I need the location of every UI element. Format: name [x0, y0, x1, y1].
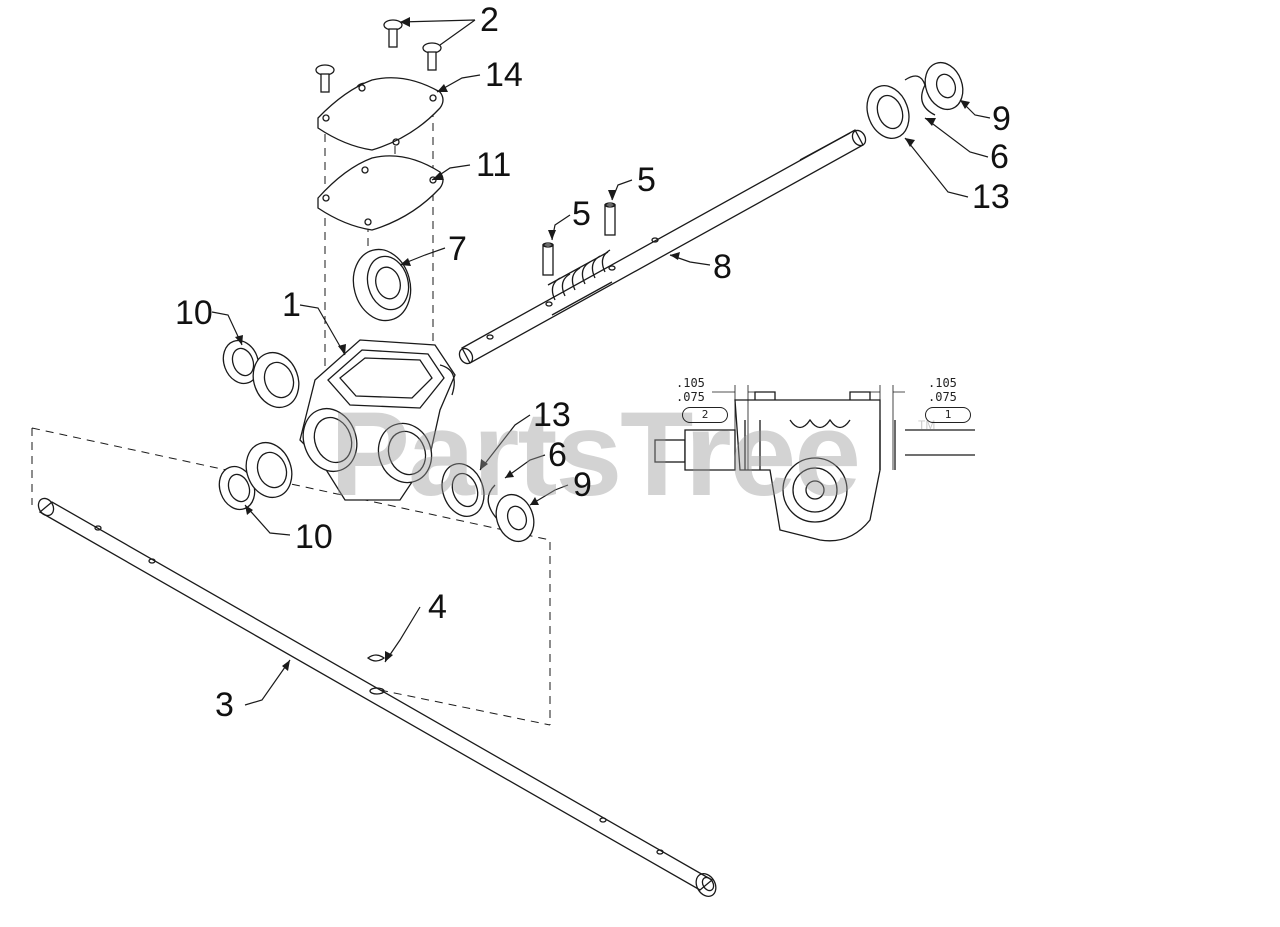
dim-right-tag: 1: [925, 407, 971, 423]
gasket-part: [317, 155, 444, 231]
callout-13-upper: 13: [972, 178, 1010, 216]
guide-dashed-lower: [31, 427, 551, 726]
callout-9-upper: 9: [992, 100, 1011, 138]
watermark-text: PartsTree: [330, 387, 861, 521]
callout-1: 1: [282, 286, 301, 324]
gearbox-housing: [299, 339, 456, 501]
detail-view: [654, 385, 975, 542]
cover-plate: [317, 77, 444, 151]
callout-13-lower: 13: [533, 396, 571, 434]
dim-left-tag: 2: [682, 407, 728, 423]
callout-2: 2: [480, 1, 499, 39]
key-part: [366, 654, 386, 662]
bearing-upper: [352, 248, 412, 322]
callout-6-lower: 6: [548, 436, 567, 474]
callout-6-upper: 6: [990, 138, 1009, 176]
callout-5-left: 5: [572, 195, 591, 233]
axle-shaft: [37, 497, 717, 897]
bolt-group: [315, 19, 442, 111]
bearing-ring-seal-upper: [866, 61, 964, 139]
pin-group: [542, 202, 616, 276]
callout-14: 14: [485, 56, 523, 94]
dim-right-upper: .105: [928, 376, 957, 390]
callout-4: 4: [428, 588, 447, 626]
callout-5-right: 5: [637, 161, 656, 199]
callout-9-lower: 9: [573, 466, 592, 504]
dim-left-lower: .075: [676, 390, 705, 404]
dim-left-upper: .105: [676, 376, 705, 390]
arrow-heads: [235, 17, 970, 671]
callout-8: 8: [713, 248, 732, 286]
dim-right-lower: .075: [928, 390, 957, 404]
worm-shaft: [458, 129, 867, 365]
callout-10-lower: 10: [295, 518, 333, 556]
seal-bearing-left-upper: [222, 339, 300, 409]
bearing-ring-seal-lower: [441, 463, 535, 543]
callout-10-upper: 10: [175, 294, 213, 332]
callout-3: 3: [215, 686, 234, 724]
seal-bearing-left-lower: [218, 441, 293, 511]
callout-7: 7: [448, 230, 467, 268]
callout-11: 11: [476, 146, 512, 184]
